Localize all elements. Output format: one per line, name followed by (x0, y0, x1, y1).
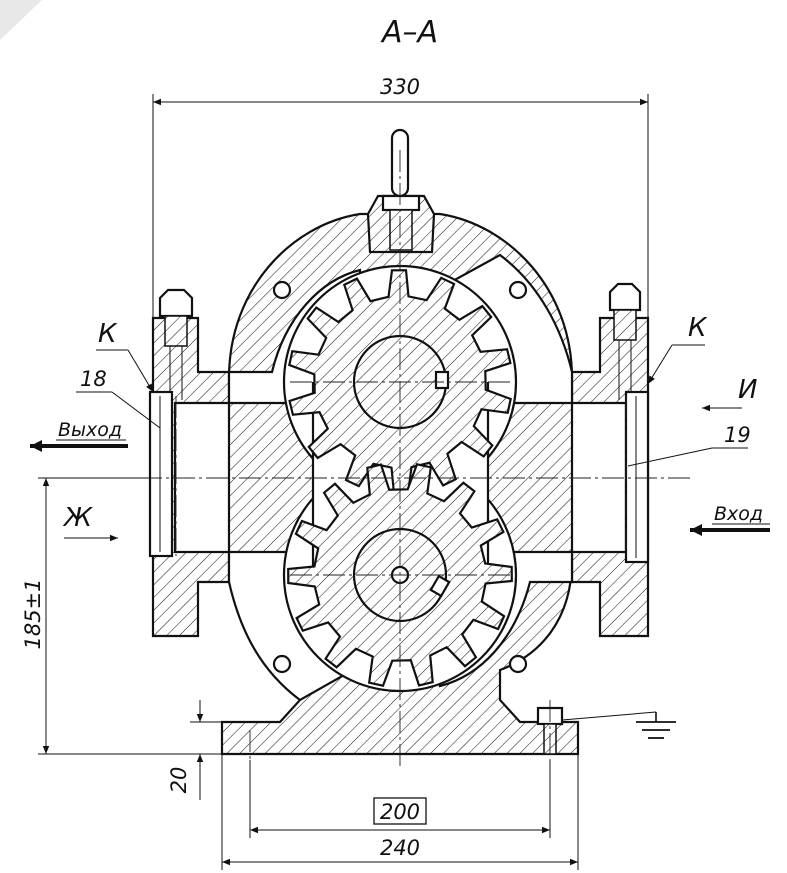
svg-text:19: 19 (724, 423, 751, 447)
dimension-185: 185±1 (21, 477, 222, 755)
svg-text:Ж: Ж (62, 503, 93, 533)
housing-hole (508, 654, 528, 674)
dim-bolt-spacing: 200 (380, 800, 420, 824)
svg-text:18: 18 (80, 367, 107, 391)
label-18: 18 (76, 367, 161, 429)
flange-bolt-right (608, 282, 642, 400)
dim-overall-width: 330 (380, 75, 420, 99)
label-k-right: К (647, 313, 708, 385)
label-k-left: К (96, 319, 154, 393)
dim-base-width: 240 (380, 836, 420, 860)
label-19: 19 (627, 423, 751, 467)
svg-text:И: И (738, 375, 757, 405)
view-i: И (702, 375, 757, 412)
housing-hole (272, 654, 292, 674)
flange-bolt-left (158, 288, 194, 400)
dimension-330: 330 (152, 75, 649, 318)
outlet-label: Выход (58, 419, 122, 441)
corner-fragment (0, 0, 42, 40)
inlet-arrow: Вход (690, 503, 770, 536)
inlet-label: Вход (714, 503, 763, 525)
ground-icon (561, 711, 676, 739)
dim-axis-height: 185±1 (21, 578, 45, 649)
view-zh: Ж (62, 503, 118, 542)
gasket-19 (624, 390, 650, 564)
dimension-200: 200 (249, 760, 551, 838)
section-title: А–А (380, 15, 438, 50)
outlet-arrow: Выход (30, 419, 128, 452)
svg-text:К: К (98, 319, 118, 349)
dimension-240: 240 (221, 754, 579, 870)
dim-base-thickness: 20 (167, 767, 191, 794)
housing-hole (508, 280, 528, 300)
gasket-18 (148, 390, 174, 558)
svg-text:К: К (688, 313, 708, 343)
housing-hole (272, 280, 292, 300)
dimension-20: 20 (167, 700, 222, 800)
center-lines (140, 150, 690, 770)
